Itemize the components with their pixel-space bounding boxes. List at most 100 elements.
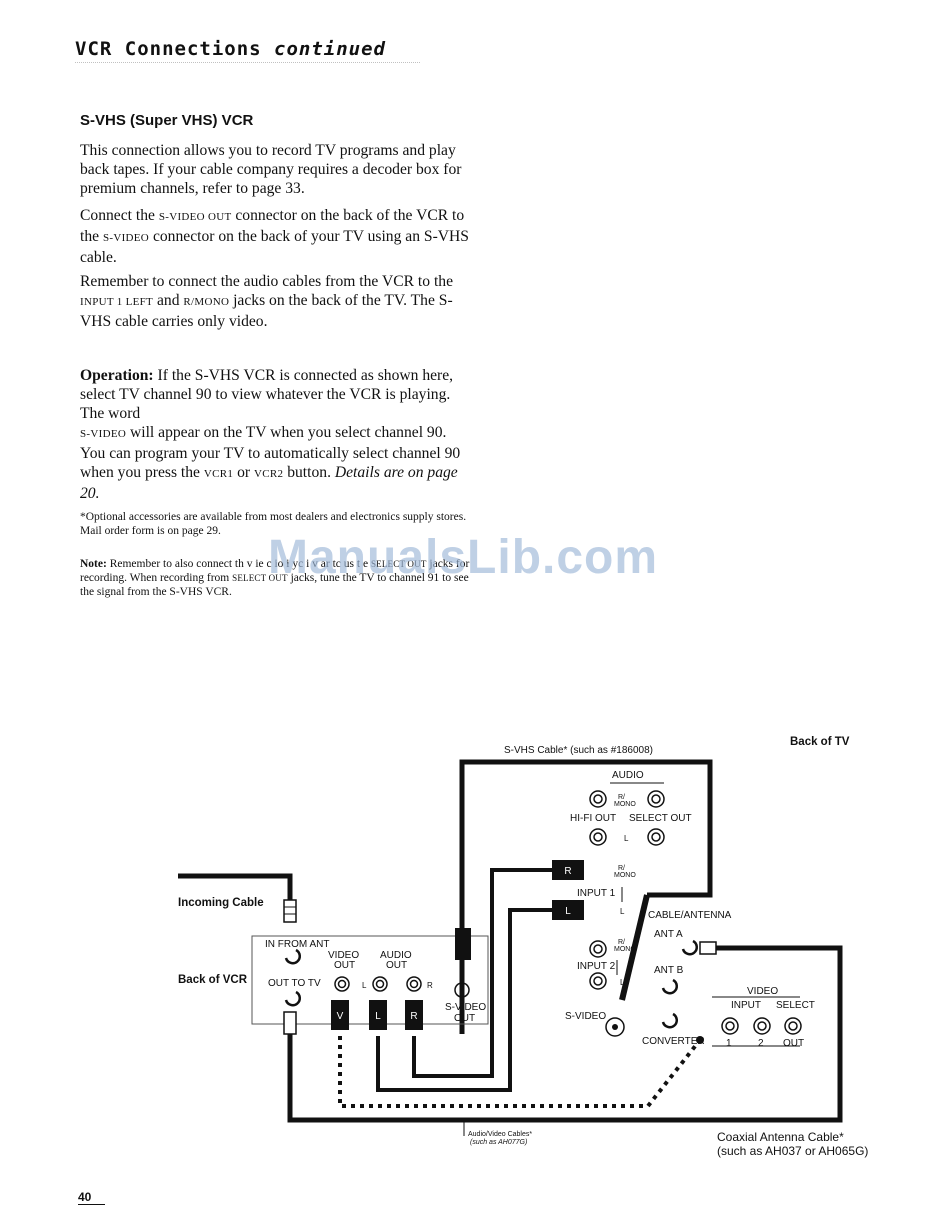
- header-title: VCR Connections: [75, 38, 262, 60]
- svg-text:MONO: MONO: [614, 946, 636, 953]
- cable-antenna-label: CABLE/ANTENNA: [648, 910, 732, 921]
- vcr-video-plug: V: [331, 1000, 349, 1030]
- section-heading: S-VHS (Super VHS) VCR: [80, 112, 254, 129]
- input2-label: INPUT 2: [577, 961, 616, 972]
- svg-text:R/: R/: [618, 865, 625, 872]
- video-input2-jack: [753, 1017, 771, 1035]
- r-mono-label-1: R/: [618, 794, 625, 801]
- footnote: *Optional accessories are available from…: [80, 511, 467, 537]
- page-header: VCR Connections continued: [75, 38, 386, 60]
- svg-text:R/: R/: [618, 939, 625, 946]
- svg-text:OUT: OUT: [334, 960, 355, 971]
- svg-text:R: R: [427, 981, 433, 990]
- hifi-out-label: HI-FI OUT: [570, 813, 616, 824]
- tv-audio-left-plug: L: [552, 900, 584, 920]
- svg-text:MONO: MONO: [614, 872, 636, 879]
- svg-text:R: R: [410, 1011, 417, 1022]
- av-cables-label: Audio/Video Cables*: [468, 1131, 532, 1138]
- ant-a-label: ANT A: [654, 929, 683, 940]
- audio-paragraph: Remember to connect the audio cables fro…: [80, 273, 453, 330]
- svhs-tv-cable: [619, 894, 650, 1001]
- select-left-jack: [647, 828, 665, 846]
- operation-paragraph: Operation: If the S-VHS VCR is connected…: [80, 367, 461, 502]
- coax-cable-label: Coaxial Antenna Cable*: [717, 1130, 844, 1144]
- note-label: Note:: [80, 558, 107, 570]
- vcr-svideo-out-jack: [454, 982, 470, 998]
- vcr-svideo-label: S-VIDEO: [445, 1002, 486, 1013]
- hifi-left-jack: [589, 828, 607, 846]
- incoming-connector: [283, 899, 297, 923]
- input2-right-jack: [589, 940, 607, 958]
- header-continued: continued: [274, 38, 386, 60]
- input-label: INPUT: [731, 1000, 761, 1011]
- select-out-label: SELECT OUT: [629, 813, 692, 824]
- video-input1-jack: [721, 1017, 739, 1035]
- converter-label: CONVERTER: [642, 1036, 705, 1047]
- out-to-tv-label: OUT TO TV: [268, 978, 321, 989]
- incoming-cable-label: Incoming Cable: [178, 897, 264, 909]
- input2-left-jack: [589, 972, 607, 990]
- ant-b-jack: [661, 978, 678, 995]
- vcr-out-connector: [283, 1011, 297, 1035]
- svg-text:2: 2: [758, 1038, 764, 1049]
- vcr-in-ant-jack: [284, 948, 301, 965]
- select-right-jack: [647, 790, 665, 808]
- audio-left-cable: [376, 908, 552, 1092]
- vcr-audio-left-jack: [372, 976, 388, 992]
- svg-text:R: R: [564, 866, 571, 877]
- video-label: VIDEO: [747, 986, 778, 997]
- back-of-tv-label: Back of TV: [790, 736, 850, 748]
- input1-left-term: INPUT 1 LEFT: [80, 296, 154, 308]
- vcr-out-tv-jack: [284, 990, 301, 1007]
- coax-cable: [287, 945, 843, 1123]
- ant-b-label: ANT B: [654, 965, 684, 976]
- page-number: 40: [78, 1190, 106, 1205]
- watermark: ManualsLib.com: [268, 531, 659, 584]
- connect-paragraph: Connect the S-VIDEO OUT connector on the…: [80, 207, 469, 266]
- tv-audio-right-plug: R: [552, 860, 584, 880]
- header-rule: [75, 62, 420, 71]
- note-paragraph: Note: Remember to also connect th v ie c…: [80, 558, 470, 598]
- tv-panel-outline: [459, 759, 713, 1034]
- svg-text:MONO: MONO: [614, 801, 636, 808]
- input1-label: INPUT 1: [577, 888, 616, 899]
- vcr-audio-right-plug: R: [405, 1000, 423, 1030]
- svideo-term: S-VIDEO: [102, 232, 150, 244]
- svhs-vcr-plug: [455, 928, 471, 960]
- svg-text:OUT: OUT: [386, 960, 407, 971]
- svideo-out-term: S-VIDEO OUT: [158, 211, 232, 223]
- svg-text:L: L: [565, 906, 571, 917]
- details-reference: Details are on page 20.: [80, 464, 458, 502]
- svg-text:V: V: [337, 1011, 344, 1022]
- tv-svideo-label: S-VIDEO: [565, 1011, 606, 1022]
- vcr-video-label: VIDEO: [328, 950, 359, 961]
- intro-paragraph: This connection allows you to record TV …: [80, 142, 462, 197]
- svg-text:(such as AH037 or AH065G): (such as AH037 or AH065G): [717, 1144, 868, 1158]
- svg-text:L: L: [620, 907, 625, 916]
- vcr-audio-left-plug: L: [369, 1000, 387, 1030]
- svhs-cable-label: S-VHS Cable* (such as #186008): [504, 745, 653, 756]
- in-from-ant-label: IN FROM ANT: [265, 939, 329, 950]
- svg-text:1: 1: [726, 1038, 732, 1049]
- converter-jack: [661, 1012, 678, 1029]
- svg-text:OUT: OUT: [783, 1038, 804, 1049]
- svg-text:L: L: [620, 978, 625, 987]
- svg-text:(such as AH077G): (such as AH077G): [470, 1139, 527, 1146]
- svg-text:L: L: [624, 834, 629, 843]
- hifi-right-jack: [589, 790, 607, 808]
- r-mono-term: R/MONO: [183, 296, 230, 308]
- svg-text:L: L: [362, 981, 367, 990]
- incoming-cable: [178, 873, 293, 905]
- ant-a-connector: [699, 941, 717, 955]
- select-label: SELECT: [776, 1000, 815, 1011]
- svg-text:L: L: [375, 1011, 381, 1022]
- vcr-audio-label: AUDIO: [380, 950, 412, 961]
- audio-label: AUDIO: [612, 770, 644, 781]
- back-of-vcr-label: Back of VCR: [178, 974, 248, 986]
- ant-a-jack: [681, 939, 698, 956]
- svg-text:OUT: OUT: [454, 1013, 475, 1024]
- video-select-out-jack: [784, 1017, 802, 1035]
- operation-label: Operation:: [80, 367, 154, 384]
- audio-right-cable: [412, 868, 552, 1078]
